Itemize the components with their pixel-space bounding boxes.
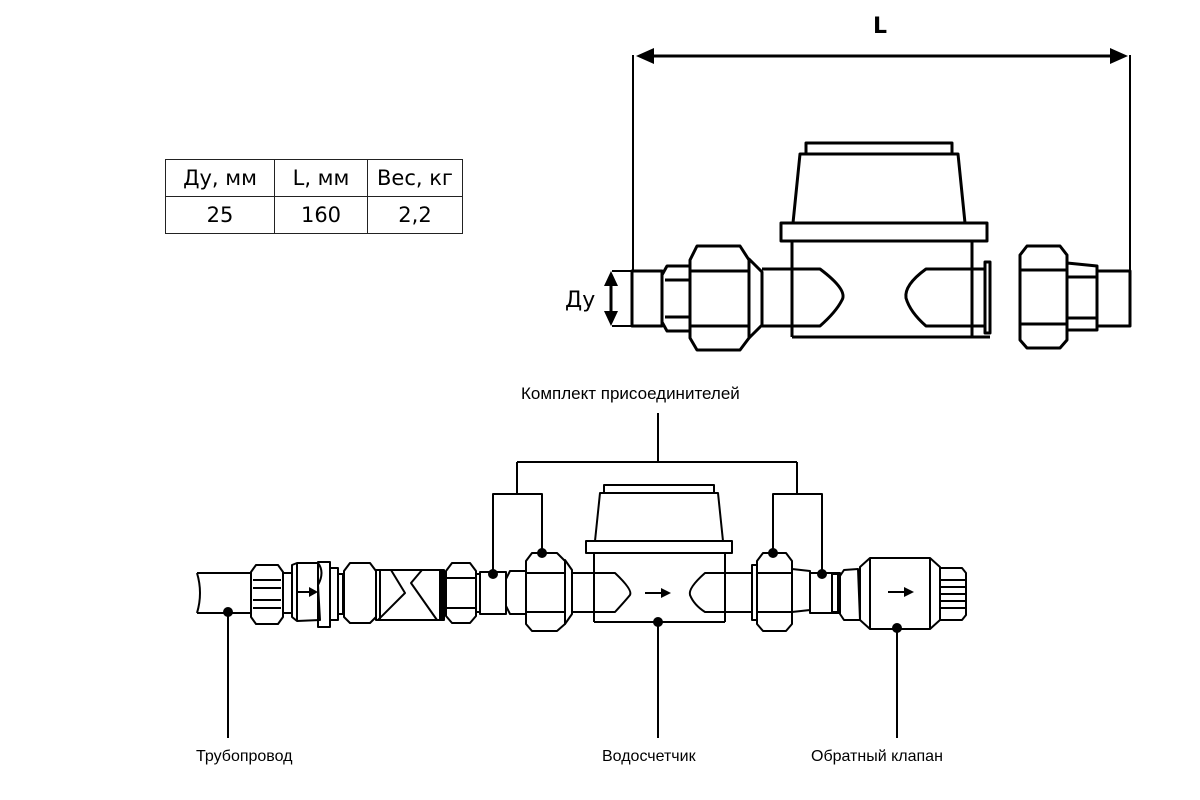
check-valve-label: Обратный клапан — [811, 748, 943, 765]
spec-table-row: 25 160 2,2 — [165, 196, 463, 234]
flow-arrow-meter-icon — [645, 588, 671, 598]
strainer — [291, 561, 443, 628]
cell-weight: 2,2 — [367, 196, 463, 234]
header-length: L, мм — [274, 159, 368, 197]
left-connector — [630, 244, 845, 352]
arrowhead-up-icon — [604, 271, 618, 286]
bottom-assembly-drawing — [196, 413, 967, 738]
top-meter-drawing — [604, 48, 1132, 352]
pipeline — [196, 572, 252, 614]
water-meter — [505, 484, 841, 632]
leader-lines — [227, 612, 898, 738]
spec-table-header-row: Ду, мм L, мм Вес, кг — [165, 159, 463, 197]
meter-head — [779, 141, 990, 339]
length-dimension-line — [632, 48, 1131, 270]
leader-dots — [223, 548, 902, 633]
arrowhead-right-icon — [1110, 48, 1128, 64]
check-valve — [839, 557, 967, 630]
water-meter-label: Водосчетчик — [602, 748, 696, 765]
spec-table: Ду, мм L, мм Вес, кг 25 160 2,2 — [165, 159, 463, 234]
flow-arrow-strainer-icon — [298, 587, 318, 597]
union-nut-1 — [250, 564, 292, 625]
connector-kit-label: Комплект присоединителей — [521, 384, 740, 403]
header-weight: Вес, кг — [367, 159, 463, 197]
arrowhead-down-icon — [604, 311, 618, 326]
right-connector — [904, 244, 1132, 350]
diameter-dimension-label: Ду — [565, 288, 596, 313]
cell-diameter: 25 — [165, 196, 275, 234]
header-diameter: Ду, мм — [165, 159, 275, 197]
pipeline-label: Трубопровод — [196, 748, 293, 765]
cell-length: 160 — [274, 196, 368, 234]
flow-arrow-valve-icon — [888, 587, 914, 597]
diameter-dimension-line — [604, 270, 632, 327]
arrowhead-left-icon — [636, 48, 654, 64]
connector-kit-bracket — [492, 413, 823, 574]
length-dimension-label: L — [873, 14, 888, 39]
